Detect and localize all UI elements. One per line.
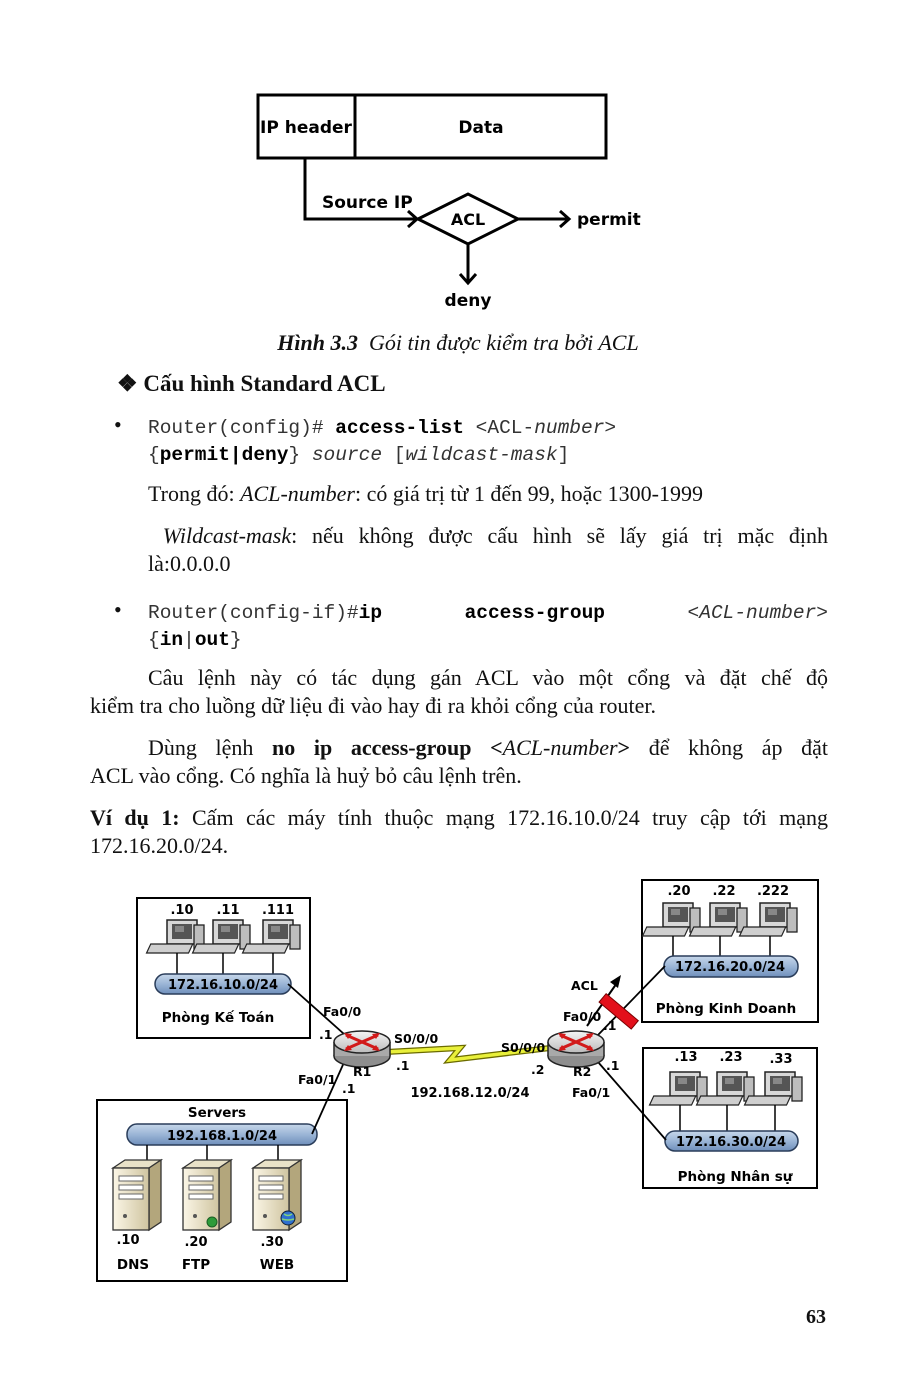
host-ip: .11	[216, 903, 239, 918]
server-name: FTP	[182, 1257, 210, 1273]
link-r2-nhansu	[597, 1061, 667, 1141]
host-ip: .222	[757, 884, 789, 899]
router-r2-icon	[546, 1029, 606, 1069]
department-name: Phòng Kinh Doanh	[656, 1001, 797, 1017]
dns-server-icon	[112, 1159, 162, 1231]
r2-fa01-label: Fa0/1	[572, 1085, 610, 1100]
r2-s000-label: S0/0/0	[501, 1040, 546, 1055]
ftp-server-icon	[182, 1159, 232, 1231]
host-ip: .20	[667, 884, 690, 899]
lan-nhansu: .13 .23 .33 172.16.30.0/24 Phòng Nhân sự	[642, 1047, 818, 1189]
r1-fa00-ip: .1	[319, 1027, 332, 1042]
access-group-command: Router(config-if)#ip access-group <ACL-n…	[148, 602, 828, 651]
host-ip: .111	[262, 903, 294, 918]
acl-label: ACL	[451, 210, 485, 229]
wildcast-mask-description: Wildcast-mask: nếu không được cấu hình s…	[148, 523, 829, 576]
r1-fa01-ip: .1	[342, 1081, 355, 1096]
servers-title: Servers	[188, 1105, 246, 1121]
r2-fa01-ip: .1	[606, 1058, 619, 1073]
r1-fa01-label: Fa0/1	[298, 1072, 336, 1087]
link-r2-kinhdoanh	[597, 965, 666, 1036]
r1-fa00-label: Fa0/0	[323, 1004, 362, 1019]
permit-label: permit	[577, 210, 641, 230]
server-farm: Servers 192.168.1.0/24 .10 .20 .30 DNS F…	[96, 1099, 348, 1282]
lan-kinhdoanh: .20 .22 .222 172.16.20.0/24 Phòng Kinh D…	[641, 879, 819, 1023]
server-ip: .30	[260, 1235, 283, 1250]
network-address: 192.168.1.0/24	[167, 1129, 277, 1144]
link-r1-servers	[311, 1057, 347, 1135]
caption-number: Hình 3.3	[277, 330, 358, 355]
lan-segment-pipe	[154, 973, 292, 995]
server-name: DNS	[117, 1257, 149, 1273]
server-ip: .20	[184, 1235, 207, 1250]
caption-text: Gói tin được kiểm tra bởi ACL	[368, 330, 639, 355]
r1-name: R1	[353, 1064, 371, 1079]
department-name: Phòng Kế Toán	[162, 1009, 274, 1026]
server-ip: .10	[116, 1233, 139, 1248]
source-ip-label: Source IP	[322, 193, 413, 213]
lan-segment-pipe	[126, 1123, 318, 1146]
department-name: Phòng Nhân sự	[678, 1169, 793, 1185]
wan-network-address: 192.168.12.0/24	[410, 1086, 529, 1101]
acl-number-description: Trong đó: ACL-number: có giá trị từ 1 đế…	[148, 481, 703, 506]
bullet-icon: •	[114, 597, 122, 622]
section-heading: ❖ Cấu hình Standard ACL	[117, 370, 386, 398]
network-address: 172.16.20.0/24	[675, 960, 785, 975]
r2-fa00-ip: .1	[603, 1018, 616, 1033]
globe-icon	[280, 1210, 296, 1226]
acl-block-icon	[598, 992, 640, 1030]
figure-caption: Hình 3.3 Gói tin được kiểm tra bởi ACL	[0, 330, 916, 356]
lan-segment-pipe	[664, 1130, 799, 1152]
r2-fa00-label: Fa0/0	[563, 1009, 602, 1024]
section-heading-text: Cấu hình Standard ACL	[143, 371, 386, 396]
diamond-bullet-icon: ❖	[117, 371, 138, 396]
r1-s000-ip: .1	[396, 1058, 409, 1073]
r2-s000-ip: .2	[531, 1062, 544, 1077]
host-ip: .22	[712, 884, 735, 899]
acl-flow-diagram: IP header Data Source IP ACL permit deny	[256, 93, 641, 311]
acl-marker-label: ACL	[571, 978, 598, 993]
paragraph-no-access-group: Dùng lệnh no ip access-group <ACL-number…	[90, 735, 829, 788]
packet-box	[256, 93, 608, 160]
host-ip: .13	[674, 1050, 697, 1065]
network-address: 172.16.30.0/24	[676, 1135, 786, 1150]
link-r1-ketoan	[287, 983, 345, 1035]
deny-label: deny	[445, 291, 492, 311]
host-ip: .10	[170, 903, 193, 918]
example-paragraph: Ví dụ 1: Cấm các máy tính thuộc mạng 172…	[90, 805, 829, 858]
ip-header-label: IP header	[260, 118, 353, 138]
r1-s000-label: S0/0/0	[394, 1031, 439, 1046]
page-number: 63	[806, 1306, 826, 1328]
host-ip: .33	[769, 1052, 792, 1067]
paragraph-access-group: Câu lệnh này có tác dụng gán ACL vào một…	[90, 665, 828, 718]
server-name: WEB	[260, 1257, 294, 1273]
network-topology-diagram: .10 .11 .111 172.16.10.0/24 Phòng Kế Toá…	[96, 879, 819, 1282]
ftp-badge-icon	[206, 1216, 218, 1228]
data-label: Data	[458, 118, 503, 138]
host-ip: .23	[719, 1050, 742, 1065]
bullet-icon: •	[114, 412, 122, 437]
router-r1-icon	[332, 1029, 392, 1069]
lan-ketoan: .10 .11 .111 172.16.10.0/24 Phòng Kế Toá…	[136, 897, 311, 1039]
r2-name: R2	[573, 1064, 591, 1079]
access-list-command: Router(config)# access-list <ACL-number>…	[148, 417, 617, 466]
network-address: 172.16.10.0/24	[168, 978, 278, 993]
